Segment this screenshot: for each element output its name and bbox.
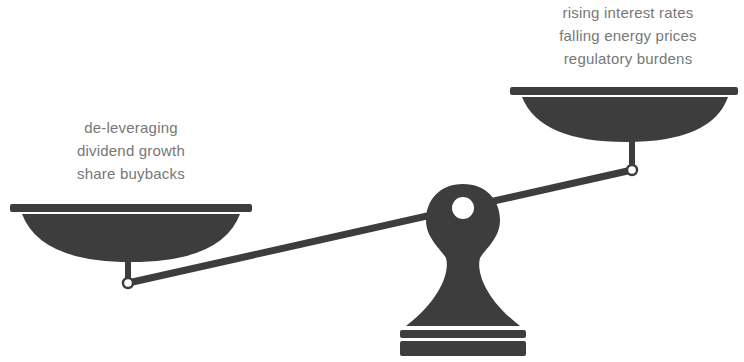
scale-base bbox=[400, 341, 526, 356]
right-hinge bbox=[627, 165, 637, 175]
left-hinge bbox=[123, 278, 133, 288]
left-pan-stem bbox=[125, 258, 131, 280]
label-slot: share buybacks bbox=[77, 165, 185, 183]
left-pan-plate bbox=[10, 204, 252, 212]
label-slot: dividend growth bbox=[77, 142, 185, 160]
right-pan-stem bbox=[629, 138, 635, 167]
balance-label: share buybacks bbox=[77, 165, 185, 182]
label-slot: regulatory burdens bbox=[564, 50, 693, 68]
scale-stand bbox=[406, 184, 520, 326]
right-pan-plate bbox=[510, 87, 738, 95]
label-slot: falling energy prices bbox=[559, 27, 697, 45]
left-pan-bowl bbox=[22, 214, 240, 262]
pivot-hole bbox=[452, 197, 474, 219]
balance-label: falling energy prices bbox=[559, 27, 697, 44]
balance-label: de-leveraging bbox=[84, 119, 178, 136]
balance-label: rising interest rates bbox=[563, 4, 694, 21]
right-pan-bowl bbox=[522, 97, 728, 142]
scale-base-top bbox=[400, 330, 526, 338]
balance-label: regulatory burdens bbox=[564, 50, 693, 67]
balance-label: dividend growth bbox=[77, 142, 185, 159]
label-slot: de-leveraging bbox=[84, 119, 178, 137]
label-slot: rising interest rates bbox=[563, 4, 694, 22]
